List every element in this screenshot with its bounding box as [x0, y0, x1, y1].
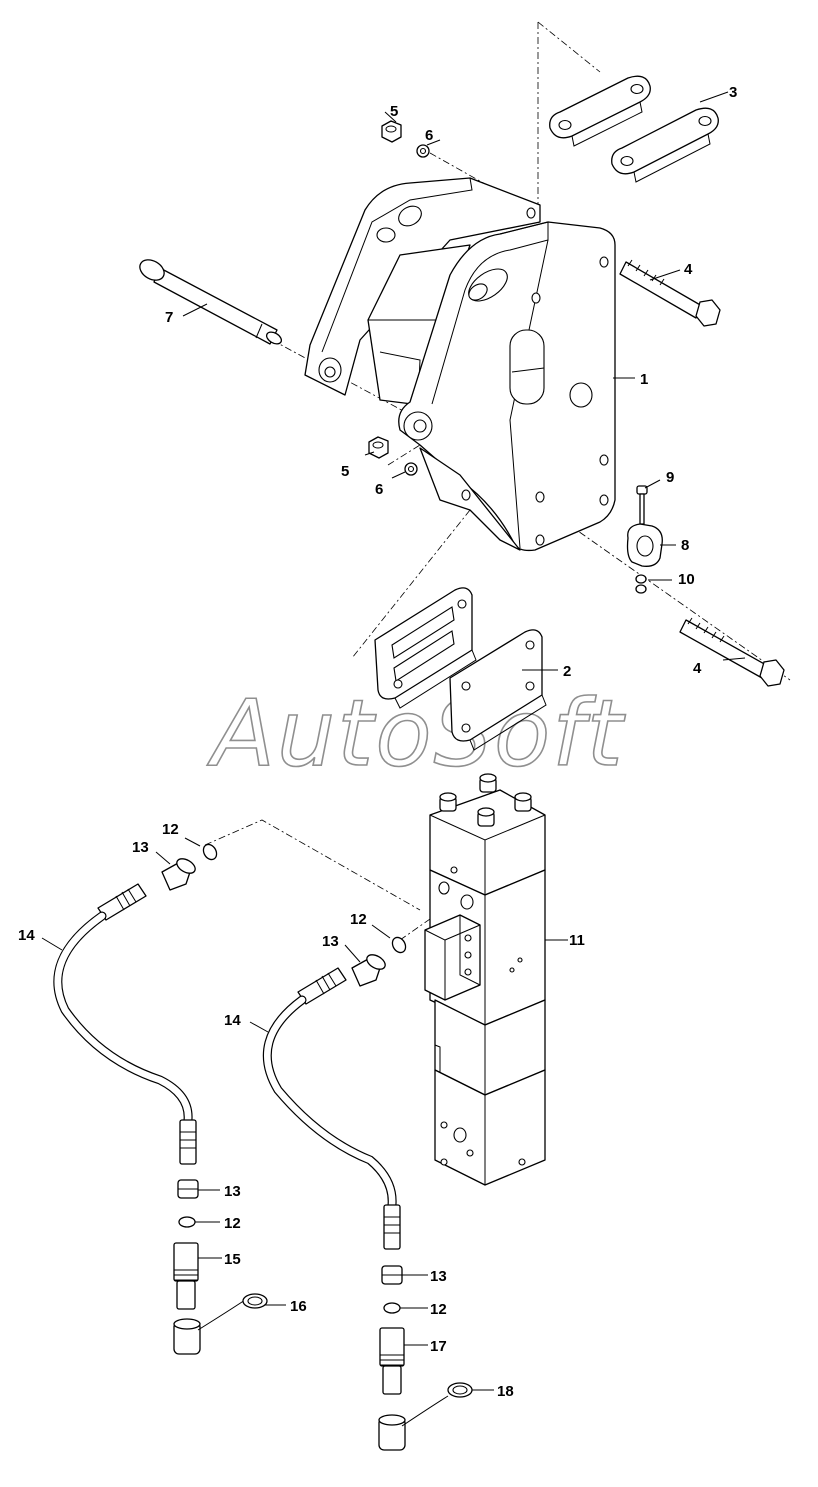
clamp-screw: [636, 485, 648, 525]
wear-plate-solid: [449, 629, 547, 751]
callout-13-upper-right: 13: [322, 933, 339, 950]
callout-12-upper-right: 12: [350, 911, 367, 928]
callout-12-lower-left: 12: [224, 1215, 241, 1232]
callout-7: 7: [165, 309, 173, 326]
callout-18: 18: [497, 1383, 514, 1400]
adapter-fitting-lower-right: [381, 1265, 403, 1285]
mounting-bracket: [304, 177, 616, 552]
top-bolt-2: [479, 773, 497, 793]
callout-11: 11: [569, 932, 585, 949]
callout-10: 10: [678, 571, 695, 588]
hose-assembly-left: [53, 843, 268, 1355]
wear-plate-slotted: [374, 587, 477, 709]
o-ring-lower-right: [383, 1302, 401, 1314]
bolt-lower: [679, 617, 785, 687]
nut-upper: [381, 120, 402, 143]
adapter-fitting-upper-right: [351, 954, 386, 987]
callout-6-upper: 6: [425, 127, 433, 144]
callout-14-right: 14: [224, 1012, 241, 1029]
top-bolt-4: [477, 807, 495, 827]
callout-labels: 1 2 3 4 4 5 5 6 6 7 8 9 10 11 12 12 12 1…: [18, 84, 737, 1400]
link-plate-upper: [549, 75, 651, 147]
washer-lower: [404, 462, 418, 476]
callout-2: 2: [563, 663, 571, 680]
lock-washers: [635, 574, 647, 594]
dust-cap-right: [378, 1382, 473, 1451]
callout-13-lower-left: 13: [224, 1183, 241, 1200]
callout-12-upper-left: 12: [162, 821, 179, 838]
callout-5-lower: 5: [341, 463, 349, 480]
callout-6-lower: 6: [375, 481, 383, 498]
callout-4-upper: 4: [684, 261, 693, 278]
top-bolt-3: [514, 792, 532, 812]
breaker-body: [424, 773, 546, 1186]
nut-lower: [368, 436, 389, 459]
link-plates: [549, 75, 719, 183]
leader-lines: [41, 91, 746, 1391]
callout-4-lower: 4: [693, 660, 702, 677]
callout-3: 3: [729, 84, 737, 101]
callout-16: 16: [290, 1298, 307, 1315]
callout-17: 17: [430, 1338, 447, 1355]
o-ring-upper-left: [202, 843, 218, 861]
quick-coupler-male: [173, 1242, 199, 1310]
bolt-upper: [619, 259, 721, 327]
callout-5-upper: 5: [390, 103, 398, 120]
o-ring-lower-left: [178, 1216, 196, 1228]
dust-cap-left: [173, 1293, 268, 1355]
callout-9: 9: [666, 469, 674, 486]
pivot-pin: [139, 259, 283, 345]
adapter-fitting-lower-left: [177, 1179, 199, 1199]
callout-12-lower-right: 12: [430, 1301, 447, 1318]
washer-upper: [416, 144, 430, 158]
callout-13-lower-right: 13: [430, 1268, 447, 1285]
o-ring-upper-right: [391, 936, 407, 954]
callout-15: 15: [224, 1251, 241, 1268]
callout-8: 8: [681, 537, 689, 554]
quick-coupler-female: [379, 1327, 405, 1395]
top-bolt-1: [439, 792, 457, 812]
hose-assembly-right: [262, 936, 473, 1451]
callout-1: 1: [640, 371, 648, 388]
adapter-fitting-upper-left: [161, 858, 196, 891]
watermark: AutoSoft: [207, 680, 626, 787]
callout-13-upper-left: 13: [132, 839, 149, 856]
clamp-collar: [626, 523, 663, 567]
link-plate-lower: [611, 107, 719, 183]
callout-14-left: 14: [18, 927, 35, 944]
